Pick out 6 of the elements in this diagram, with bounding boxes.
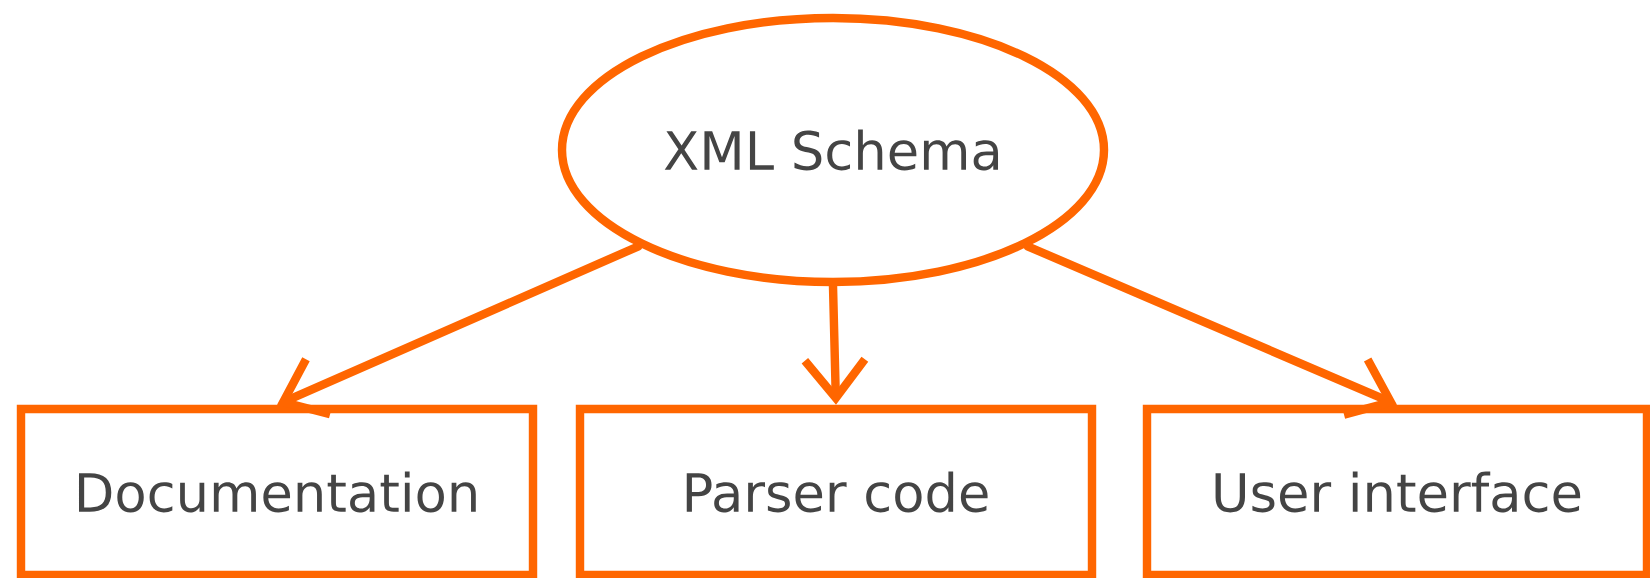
ellipse-node: XML Schema [557, 13, 1109, 287]
arrow [277, 242, 643, 419]
process-box: Documentation [16, 404, 538, 578]
process-box: Parser code [575, 404, 1097, 578]
process-box: User interface [1142, 404, 1650, 578]
arrow [1023, 242, 1397, 419]
